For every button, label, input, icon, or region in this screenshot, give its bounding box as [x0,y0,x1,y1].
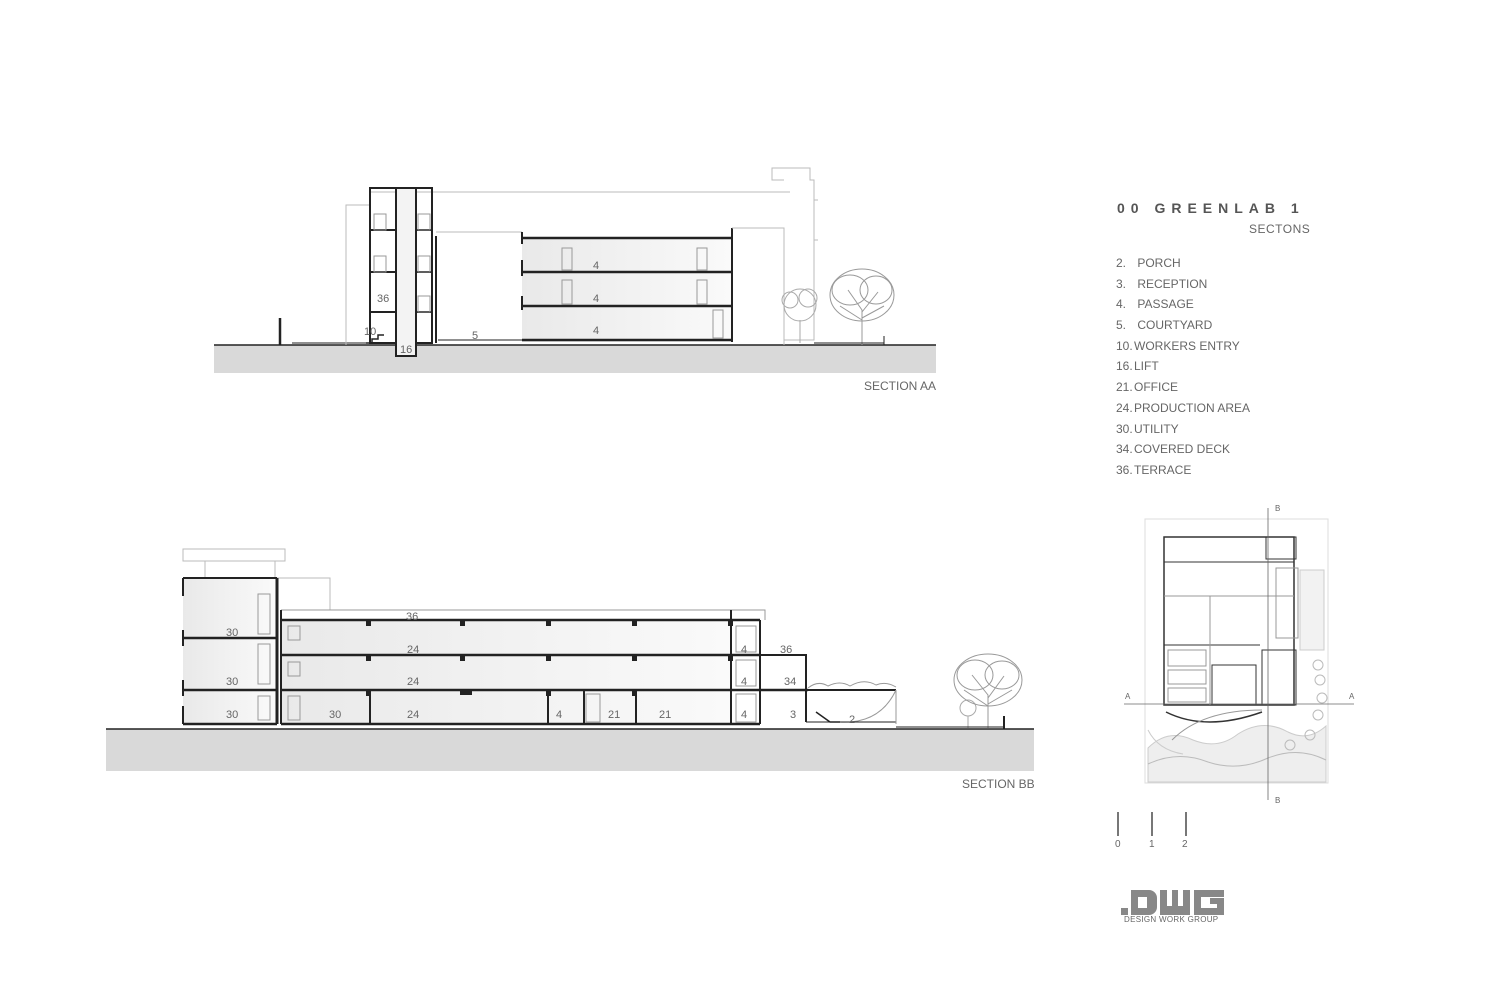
bb-tag-reception: 3 [790,709,796,721]
bb-tag-passage-3: 4 [741,644,747,656]
aa-tag-terrace: 36 [377,293,389,305]
section-bb-caption: SECTION BB [962,777,1035,791]
legend-item: 2. PORCH [1116,256,1181,270]
legend-item: 30.UTILITY [1116,421,1179,436]
legend-item: 5. COURTYARD [1116,318,1213,333]
bb-tag-utility-1b: 30 [329,709,341,721]
legend-item: 4. PASSAGE [1116,297,1194,312]
logo-name: DESIGN WORK GROUP [1124,915,1219,924]
legend-item: 24.PRODUCTION AREA [1116,400,1251,415]
bb-tag-passage-2: 4 [741,676,747,688]
scale-tick-0: 0 [1115,839,1121,850]
bb-tag-production-3: 24 [407,644,419,656]
legend-item: 10.WORKERS ENTRY [1116,338,1240,353]
section-bb-drawing: 36 30 24 4 36 30 24 4 34 30 30 24 4 21 2… [106,548,1034,771]
aa-tag-passage-1: 4 [593,325,599,337]
bb-tag-production-2: 24 [407,676,419,688]
bb-tag-passage-1b: 4 [741,709,747,721]
bb-tag-utility-2: 30 [226,676,238,688]
bb-tag-covered-deck: 34 [784,676,796,688]
legend-item: 21.OFFICE [1116,380,1178,395]
scale-bar: 0 1 2 [1115,812,1188,850]
bb-tag-utility-3: 30 [226,627,238,639]
aa-tag-courtyard: 5 [472,330,478,342]
scale-tick-2: 2 [1182,839,1188,850]
bb-tag-production-1: 24 [407,709,419,721]
bb-tag-passage-1: 4 [556,709,562,721]
scale-tick-1: 1 [1149,839,1155,850]
bb-tag-office-1: 21 [608,709,620,721]
room-legend: 2. PORCH 3. RECEPTION 4. PASSAGE 5. COUR… [1116,256,1250,484]
key-plan-marker-a-left: A [1125,692,1131,701]
section-aa-caption: SECTION AA [864,379,937,393]
key-plan-marker-b-top: B [1275,504,1280,513]
bb-tag-porch: 2 [849,714,855,726]
dwg-logo [1121,890,1224,915]
legend-item: 36.TERRACE [1116,462,1192,477]
legend-item: 16.LIFT [1116,359,1159,374]
legend-item: 34.COVERED DECK [1116,442,1231,457]
bb-tag-utility-1: 30 [226,709,238,721]
bb-tag-terrace-top: 36 [406,611,418,623]
aa-tag-lift: 16 [400,344,412,356]
project-title: 00 GREENLAB 1 [1117,200,1305,216]
key-plan: B B A A [1124,504,1355,805]
bb-tag-office-2: 21 [659,709,671,721]
key-plan-marker-b-bottom: B [1275,796,1280,805]
aa-tag-passage-3: 4 [593,260,599,272]
legend-item: 3. RECEPTION [1116,276,1208,291]
key-plan-marker-a-right: A [1349,692,1355,701]
aa-tag-workers-entry: 10 [364,326,376,338]
sheet-subtitle: SECTONS [1249,222,1311,236]
aa-tag-passage-2: 4 [593,293,599,305]
bb-tag-terrace-deck: 36 [780,644,792,656]
section-aa-drawing: 36 10 16 5 4 4 4 [214,167,936,373]
